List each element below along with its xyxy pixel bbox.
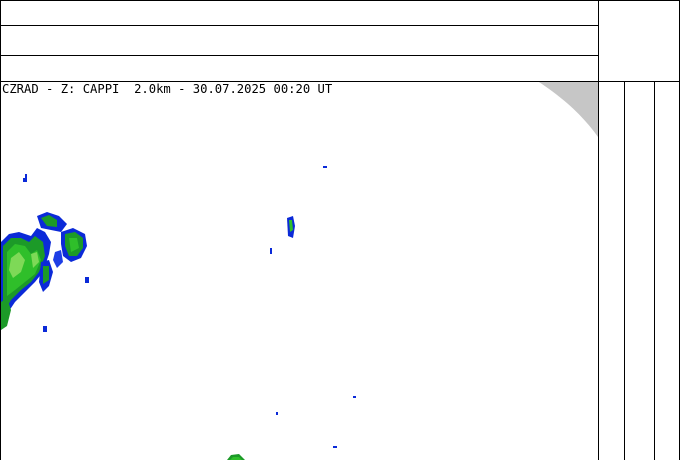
header-row-3 <box>1 56 598 81</box>
radar-product-title: CZRAD - Z: CAPPI 2.0km - 30.07.2025 00:2… <box>2 82 333 96</box>
top-border <box>0 0 680 1</box>
header-divider-3 <box>0 81 680 82</box>
legend-column-divider-2 <box>654 81 655 460</box>
map-right-edge <box>598 0 599 460</box>
header-divider-1 <box>0 25 598 26</box>
radar-map[interactable] <box>1 82 598 460</box>
out-of-range-area <box>539 82 598 137</box>
left-border <box>0 0 1 460</box>
legend-column-divider-1 <box>624 81 625 460</box>
header-divider-2 <box>0 55 598 56</box>
precipitation-speckles <box>227 166 356 460</box>
header-row-1 <box>1 1 598 25</box>
header-row-2 <box>1 26 598 55</box>
precipitation-cluster-west <box>1 174 89 332</box>
precipitation-cell-central <box>270 216 295 254</box>
